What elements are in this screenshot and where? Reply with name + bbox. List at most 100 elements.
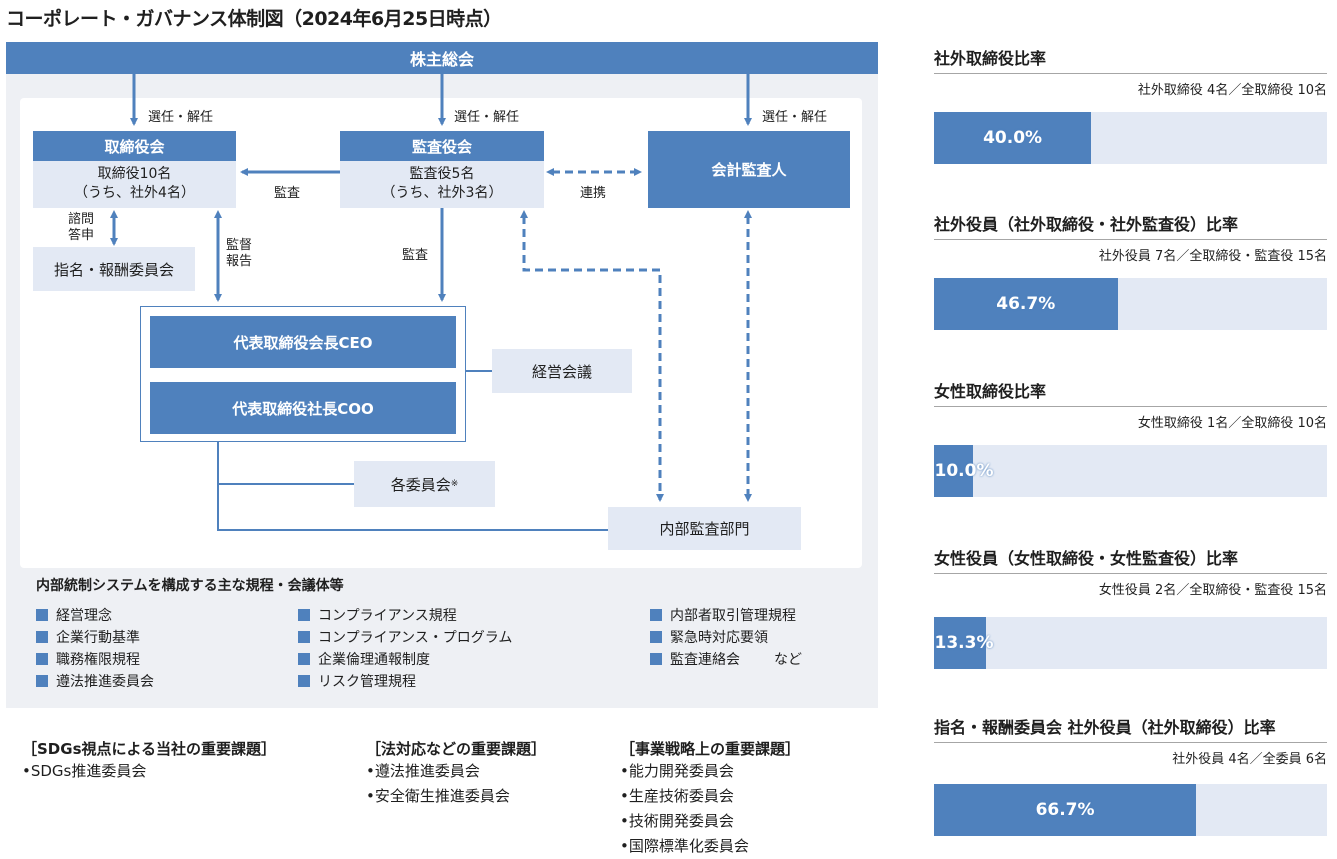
bullet-square-icon [36,631,48,643]
regulations-col-2: コンプライアンス規程 コンプライアンス・プログラム 企業倫理通報制度 リスク管理… [298,604,512,692]
committees-note-mark: ※ [450,479,459,489]
issue-title: ［法対応などの重要課題］ [366,740,547,758]
coo-internal-link [217,436,608,531]
ratio-title: 女性役員（女性取締役・女性監査役）比率 [934,549,1239,568]
audit-internal-link [520,210,664,502]
list-item: リスク管理規程 [298,670,512,692]
issue-group-legal: ［法対応などの重要課題］ •遵法推進委員会 •安全衛生推進委員会 [366,738,546,809]
bullet-square-icon [36,609,48,621]
audit-board-count: 監査役5名 [409,166,475,182]
ratio-title: 女性取締役比率 [934,382,1047,401]
page-title: コーポレート・ガバナンス体制図（2024年6月25日時点） [6,8,502,30]
bullet-square-icon [298,675,310,687]
list-item: 内部者取引管理規程 [650,604,802,626]
audit-label-exec: 監査 [402,248,429,263]
list-item: 緊急時対応要領 [650,626,802,648]
list-item: •技術開発委員会 [620,812,734,830]
bullet-square-icon [298,631,310,643]
regulations-col-3: 内部者取引管理規程 緊急時対応要領 監査連絡会など [650,604,802,670]
ratio-divider [934,573,1327,574]
list-item: 経営理念 [36,604,154,626]
list-item: コンプライアンス規程 [298,604,512,626]
ratio-bar-fill [934,784,1197,836]
accounting-auditor: 会計監査人 [648,131,850,208]
ratio-value: 46.7% [996,294,1056,314]
bullet-square-icon [650,631,662,643]
board-header: 取締役会 [33,131,236,161]
audit-board-body: 監査役5名 （うち、社外3名） [340,161,544,208]
ratio-value: 13.3% [934,633,994,653]
ratio-title: 指名・報酬委員会 社外役員（社外取締役）比率 [934,718,1276,737]
elect-label-audit: 選任・解任 [454,110,520,125]
bullet-square-icon [298,609,310,621]
ceo-box: 代表取締役会長CEO [150,316,456,368]
list-item: •能力開発委員会 [620,762,734,780]
board-count: 取締役10名 [97,166,172,182]
list-item: コンプライアンス・プログラム [298,626,512,648]
bullet-square-icon [298,653,310,665]
audit-board-header: 監査役会 [340,131,544,161]
nomination-committee: 指名・報酬委員会 [33,247,195,291]
elect-label-board: 選任・解任 [148,110,214,125]
ratio-detail: 社外役員 4名／全委員 6名 [1172,752,1327,767]
list-item: •国際標準化委員会 [620,837,749,855]
ratio-bar: 13.3% [934,617,1327,669]
audit-label-board: 監査 [274,186,301,201]
committees-box: 各委員会※ [354,461,495,507]
ratio-divider [934,239,1327,240]
ratio-bar-fill [934,278,1118,330]
list-item: 企業行動基準 [36,626,154,648]
regulations-col-1: 経営理念 企業行動基準 職務権限規程 遵法推進委員会 [36,604,154,692]
management-meeting: 経営会議 [492,349,632,393]
board-outside-count: （うち、社外4名） [74,185,195,201]
list-item: 遵法推進委員会 [36,670,154,692]
ratio-bar-fill [934,112,1092,164]
ratio-value: 40.0% [983,128,1043,148]
ratio-bar: 46.7% [934,278,1327,330]
ratio-value: 66.7% [1035,800,1095,820]
ratio-title: 社外取締役比率 [934,49,1047,68]
list-item: •安全衛生推進委員会 [366,787,510,805]
ratio-detail: 社外取締役 4名／全取締役 10名 [1137,83,1327,98]
list-item: 職務権限規程 [36,648,154,670]
ratio-detail: 社外役員 7名／全取締役・監査役 15名 [1098,249,1327,264]
issue-group-strategy: ［事業戦略上の重要課題］ •能力開発委員会 •生産技術委員会 •技術開発委員会 … [620,738,800,859]
bullet-square-icon [36,675,48,687]
ratio-bar: 66.7% [934,784,1327,836]
coo-box: 代表取締役社長COO [150,382,456,434]
regulations-title: 内部統制システムを構成する主な規程・会議体等 [36,578,344,594]
bullet-square-icon [650,653,662,665]
shareholders-meeting: 株主総会 [6,42,878,74]
ratio-bar-fill [934,617,987,669]
bullet-square-icon [650,609,662,621]
elect-label-accountant: 選任・解任 [762,110,828,125]
ratio-value: 10.0% [934,461,994,481]
list-item: 監査連絡会など [650,648,802,670]
ratio-bar: 10.0% [934,445,1327,497]
internal-audit-department: 内部監査部門 [608,507,801,550]
bullet-square-icon [36,653,48,665]
ratio-detail: 女性取締役 1名／全取締役 10名 [1137,416,1327,431]
audit-board-outside-count: （うち、社外3名） [381,185,503,201]
list-item: •SDGs推進委員会 [22,762,147,780]
ratio-bar: 40.0% [934,112,1327,164]
committees-label: 各委員会 [390,475,451,494]
list-item: 企業倫理通報制度 [298,648,512,670]
issue-group-sdgs: ［SDGs視点による当社の重要課題］ •SDGs推進委員会 [22,738,276,784]
liaison-label: 連携 [580,186,607,201]
ratio-detail: 女性役員 2名／全取締役・監査役 15名 [1098,583,1327,598]
ratio-title: 社外役員（社外取締役・社外監査役）比率 [934,215,1239,234]
ratio-bar-fill [934,445,974,497]
list-item: •生産技術委員会 [620,787,734,805]
consult-label: 諮問 答申 [68,212,95,243]
ratio-divider [934,73,1327,74]
regulations-etc: など [774,652,802,668]
ratio-divider [934,406,1327,407]
list-item: •遵法推進委員会 [366,762,480,780]
board-body: 取締役10名 （うち、社外4名） [33,161,236,208]
issue-title: ［SDGs視点による当社の重要課題］ [22,740,277,758]
issue-title: ［事業戦略上の重要課題］ [620,740,801,758]
supervise-label: 監督 報告 [226,238,253,269]
ratio-divider [934,742,1327,743]
